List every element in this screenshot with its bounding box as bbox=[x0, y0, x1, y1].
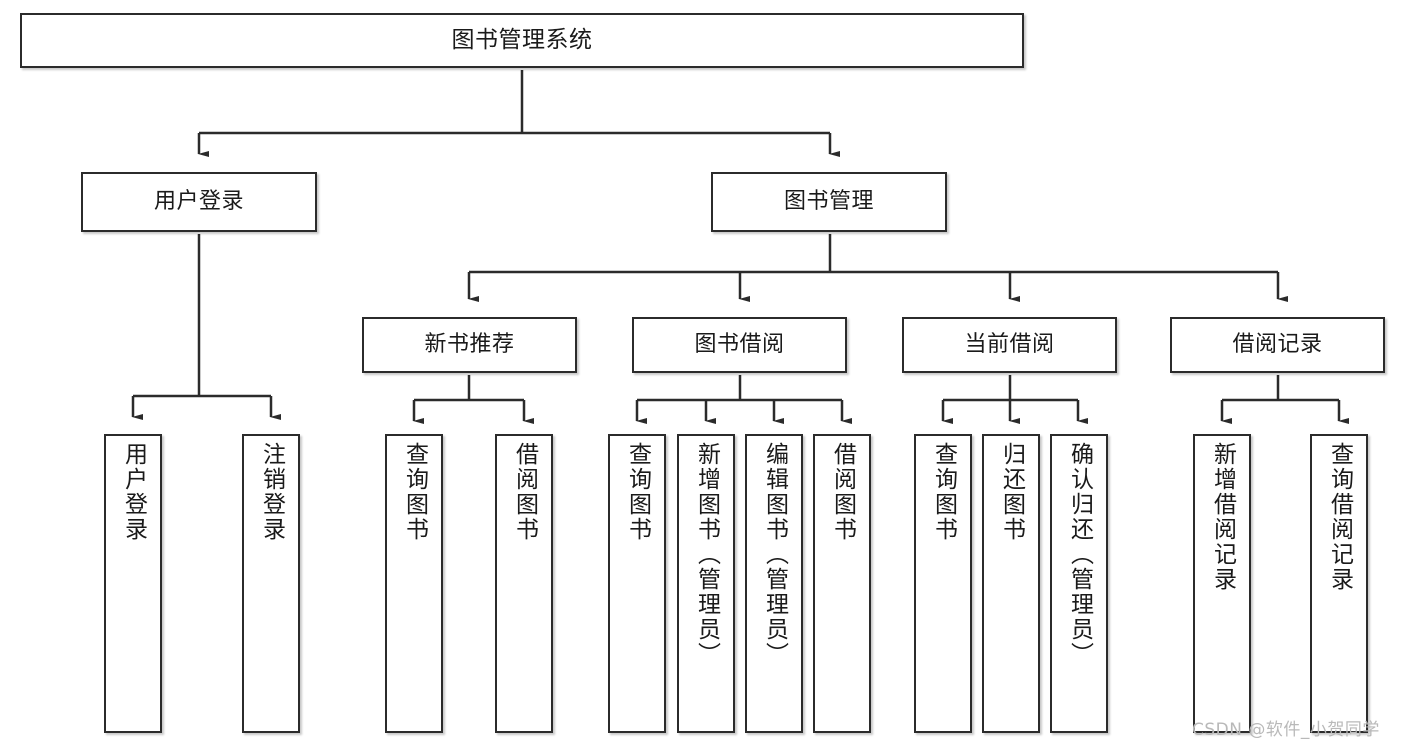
node-label: 新增借阅记录 bbox=[1209, 442, 1236, 592]
node-leaf-borrow-book-recommend[interactable]: 借阅图书 bbox=[495, 434, 553, 733]
node-leaf-borrow-book[interactable]: 借阅图书 bbox=[813, 434, 871, 733]
node-label: 编辑图书（管理员） bbox=[761, 442, 788, 667]
node-label: 图书管理 bbox=[783, 189, 874, 215]
node-label: 借阅记录 bbox=[1232, 332, 1323, 358]
node-label: 图书借阅 bbox=[694, 332, 785, 358]
node-leaf-query-book-borrow[interactable]: 查询图书 bbox=[608, 434, 666, 733]
node-new-book-recommend[interactable]: 新书推荐 bbox=[362, 317, 577, 373]
node-label: 借阅图书 bbox=[511, 442, 538, 542]
node-label: 查询借阅记录 bbox=[1326, 442, 1353, 592]
node-leaf-edit-book-admin[interactable]: 编辑图书（管理员） bbox=[745, 434, 803, 733]
node-leaf-add-book-admin[interactable]: 新增图书（管理员） bbox=[677, 434, 735, 733]
node-leaf-return-book[interactable]: 归还图书 bbox=[982, 434, 1040, 733]
node-leaf-user-login[interactable]: 用户登录 bbox=[104, 434, 162, 733]
node-label: 新增图书（管理员） bbox=[693, 442, 720, 667]
node-label: 新书推荐 bbox=[424, 332, 515, 358]
node-label: 用户登录 bbox=[120, 442, 147, 542]
node-current-borrow[interactable]: 当前借阅 bbox=[902, 317, 1117, 373]
node-book-borrow[interactable]: 图书借阅 bbox=[632, 317, 847, 373]
node-label: 归还图书 bbox=[998, 442, 1025, 542]
node-label: 确认归还（管理员） bbox=[1066, 442, 1093, 667]
node-borrow-record[interactable]: 借阅记录 bbox=[1170, 317, 1385, 373]
node-label: 查询图书 bbox=[930, 442, 957, 542]
node-leaf-confirm-return-admin[interactable]: 确认归还（管理员） bbox=[1050, 434, 1108, 733]
node-user-login[interactable]: 用户登录 bbox=[81, 172, 317, 232]
node-leaf-query-book-current[interactable]: 查询图书 bbox=[914, 434, 972, 733]
node-leaf-query-book-recommend[interactable]: 查询图书 bbox=[385, 434, 443, 733]
node-label: 当前借阅 bbox=[964, 332, 1055, 358]
watermark: CSDN @软件_小贺同学 bbox=[1192, 720, 1380, 740]
node-label: 注销登录 bbox=[258, 442, 285, 542]
node-leaf-logout[interactable]: 注销登录 bbox=[242, 434, 300, 733]
node-label: 借阅图书 bbox=[829, 442, 856, 542]
node-label: 图书管理系统 bbox=[451, 27, 593, 54]
node-label: 查询图书 bbox=[624, 442, 651, 542]
node-root-book-management-system[interactable]: 图书管理系统 bbox=[20, 13, 1024, 68]
node-leaf-add-borrow-record[interactable]: 新增借阅记录 bbox=[1193, 434, 1251, 733]
node-label: 查询图书 bbox=[401, 442, 428, 542]
node-book-management[interactable]: 图书管理 bbox=[711, 172, 947, 232]
node-label: 用户登录 bbox=[153, 189, 244, 215]
node-leaf-query-borrow-record[interactable]: 查询借阅记录 bbox=[1310, 434, 1368, 733]
